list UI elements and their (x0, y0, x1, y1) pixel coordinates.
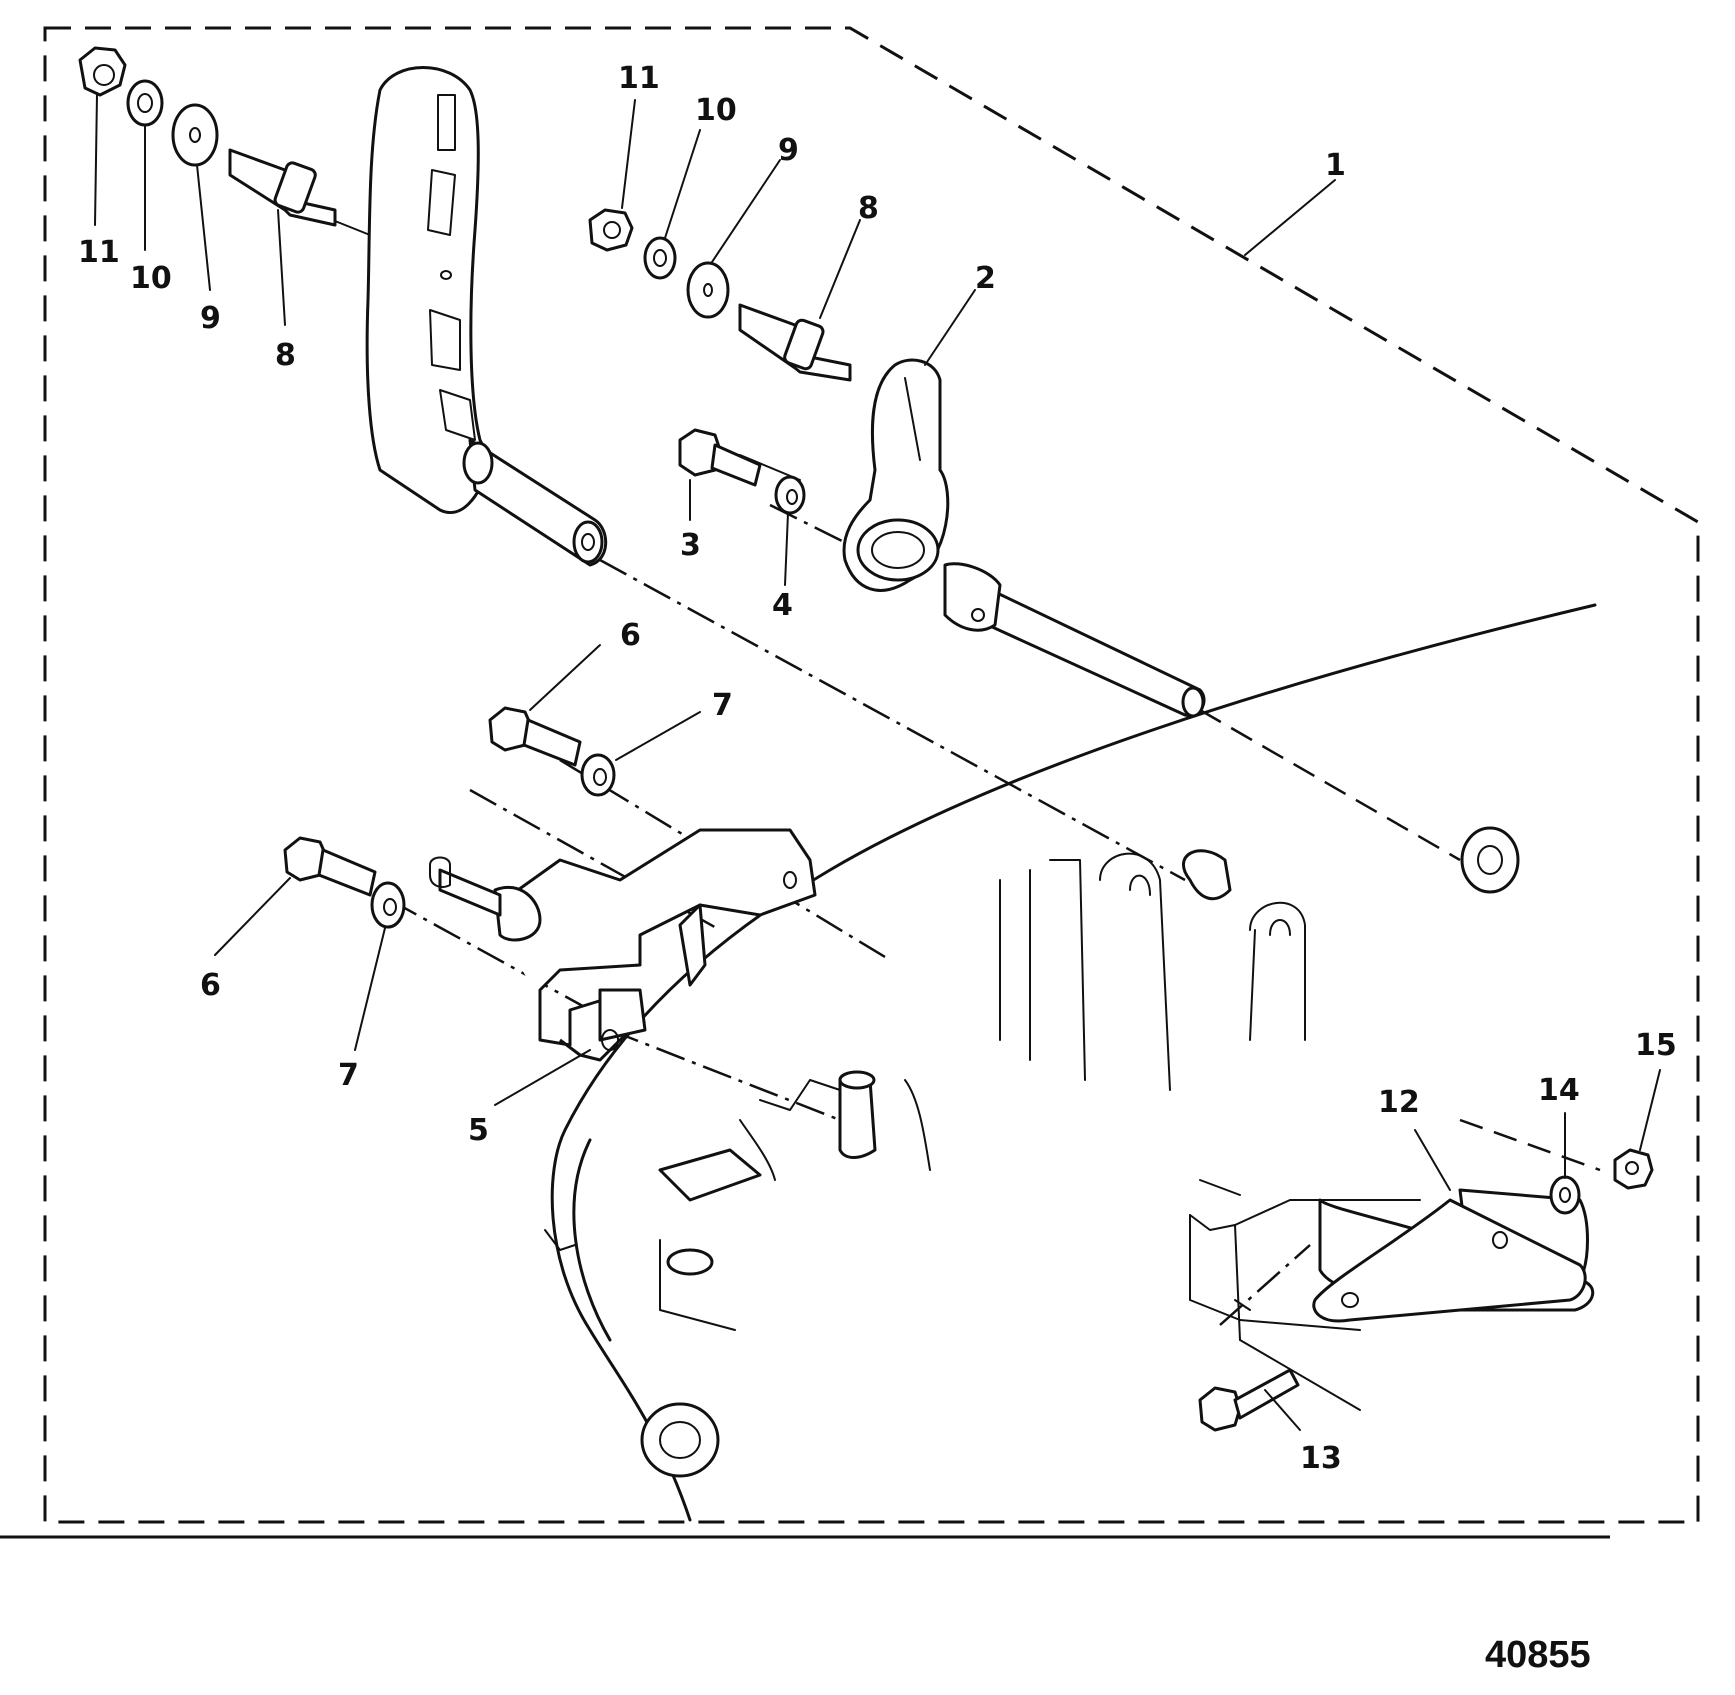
callout-6-lower: 6 (200, 968, 221, 1003)
callout-1: 1 (1325, 148, 1346, 183)
callout-11-right: 11 (618, 61, 660, 96)
callout-9-right: 9 (778, 133, 799, 168)
callout-4: 4 (772, 588, 793, 623)
callout-3: 3 (680, 528, 701, 563)
engine-housing (544, 603, 1597, 1522)
shaft (943, 562, 1206, 718)
callout-10-right: 10 (695, 93, 737, 128)
callout-8-right: 8 (858, 191, 879, 226)
callout-13: 13 (1300, 1441, 1342, 1476)
kit-boundary (43, 26, 1700, 1524)
callout-14: 14 (1538, 1073, 1580, 1108)
figure-number: 40855 (1485, 1634, 1591, 1676)
lever-arm (365, 66, 608, 567)
callout-8-left: 8 (275, 338, 296, 373)
callout-11-left: 11 (78, 235, 120, 270)
cable-anchor-bracket (1189, 1179, 1594, 1411)
throttle-lever (842, 358, 950, 592)
callout-labels: 11 10 9 8 11 10 9 8 1 2 3 4 6 7 6 7 5 12… (78, 61, 1677, 1476)
callout-7-lower: 7 (338, 1058, 359, 1093)
callout-2: 2 (975, 261, 996, 296)
callout-9-left: 9 (200, 301, 221, 336)
callout-10-left: 10 (130, 261, 172, 296)
callout-15: 15 (1635, 1028, 1677, 1063)
assembly-lines (319, 214, 1601, 1326)
leader-lines (94, 93, 1661, 1431)
callout-12: 12 (1378, 1085, 1420, 1120)
callout-5: 5 (468, 1113, 489, 1148)
hardware (78, 46, 1654, 1432)
callout-6-upper: 6 (620, 618, 641, 653)
mounting-bracket (429, 828, 817, 1062)
callout-7-upper: 7 (712, 688, 733, 723)
